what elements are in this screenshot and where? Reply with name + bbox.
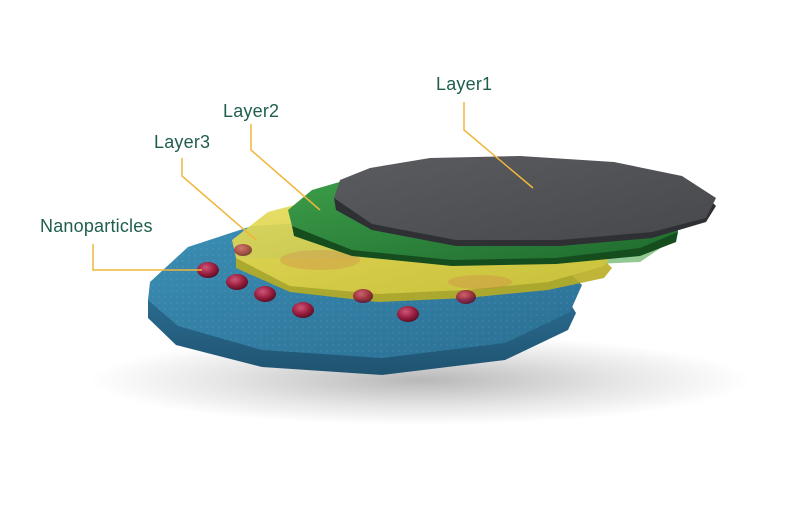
nanoparticle <box>197 262 219 278</box>
nanoparticle <box>226 274 248 290</box>
layer3-tint <box>280 250 360 270</box>
layer3-tint <box>448 275 512 289</box>
layer1-label: Layer1 <box>436 74 493 94</box>
nanoparticles-label: Nanoparticles <box>40 216 153 236</box>
nanoparticle <box>234 244 252 256</box>
layer1-leader-line <box>463 102 534 189</box>
layer3-label: Layer3 <box>154 132 211 152</box>
nanoparticle <box>292 302 314 318</box>
nanoparticle <box>353 289 373 303</box>
nanoparticle <box>254 286 276 302</box>
layer2-label: Layer2 <box>223 101 280 121</box>
nanoparticle <box>456 290 476 304</box>
nanoparticle <box>397 306 419 322</box>
layer3-leader-line <box>181 158 257 241</box>
nanoparticles-leader-line <box>92 244 202 271</box>
layer1 <box>334 156 716 240</box>
layer2-leader-line <box>250 124 321 211</box>
